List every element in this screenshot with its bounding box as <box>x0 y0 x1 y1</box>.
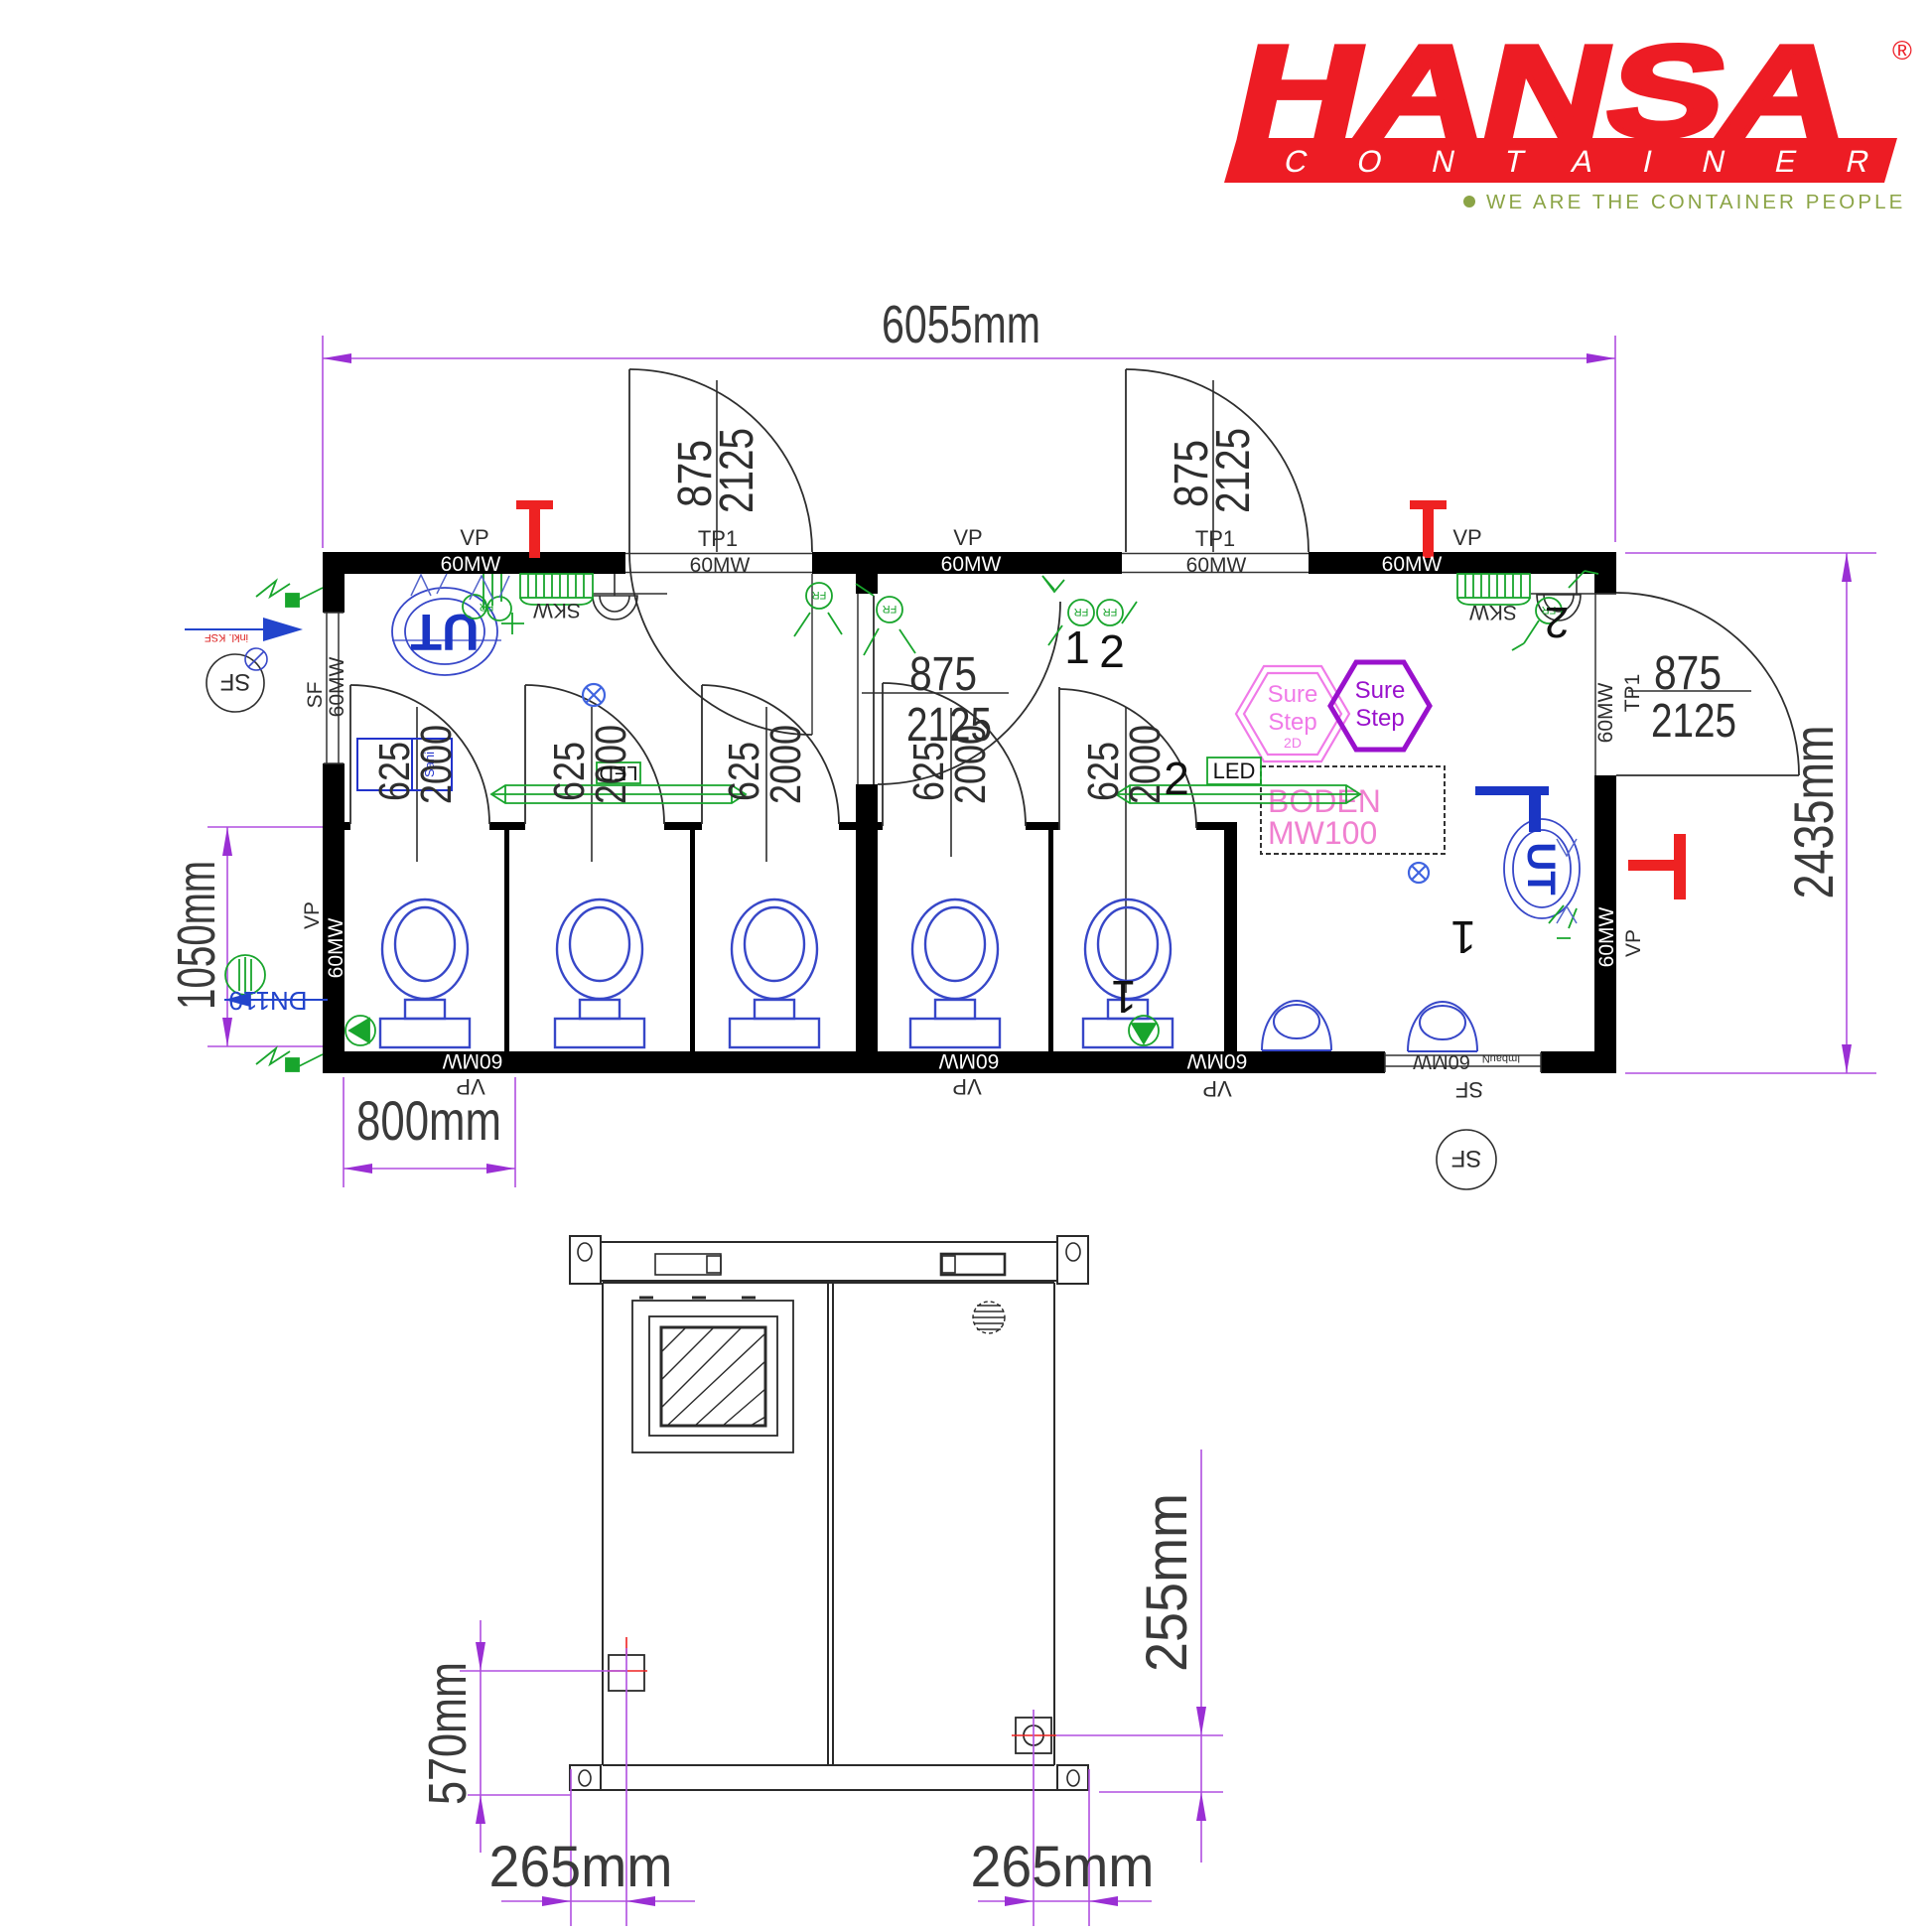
svg-text:2125: 2125 <box>906 699 992 752</box>
svg-text:2: 2 <box>1099 625 1125 677</box>
svg-text:TP1: TP1 <box>698 526 738 551</box>
svg-text:2000: 2000 <box>412 725 461 804</box>
svg-text:CONTAINER: CONTAINER <box>1281 144 1923 179</box>
svg-text:FR: FR <box>1103 606 1118 618</box>
svg-text:625: 625 <box>1079 742 1128 801</box>
svg-text:60MW: 60MW <box>690 554 751 577</box>
svg-text:UT: UT <box>410 603 480 660</box>
svg-text:1: 1 <box>1064 621 1090 673</box>
svg-text:2D: 2D <box>1284 735 1302 751</box>
svg-text:60MW: 60MW <box>442 1049 502 1072</box>
svg-text:inkl. KSF: inkl. KSF <box>205 631 248 643</box>
svg-text:®: ® <box>1892 36 1912 66</box>
svg-text:VP: VP <box>460 525 488 550</box>
svg-text:60MW: 60MW <box>1186 1049 1247 1072</box>
svg-text:VP: VP <box>952 1074 981 1099</box>
svg-text:Sure: Sure <box>1355 677 1406 704</box>
svg-text:265mm: 265mm <box>489 1835 673 1899</box>
svg-text:WE ARE THE CONTAINER PEOPLE: WE ARE THE CONTAINER PEOPLE <box>1486 191 1905 213</box>
svg-text:2125: 2125 <box>1651 695 1736 748</box>
svg-text:625: 625 <box>545 742 594 801</box>
svg-text:875: 875 <box>669 440 722 507</box>
svg-text:60MW: 60MW <box>325 917 347 978</box>
svg-text:875: 875 <box>1166 440 1218 507</box>
svg-text:2000: 2000 <box>761 725 810 804</box>
svg-text:Step: Step <box>1268 709 1316 736</box>
svg-text:SF: SF <box>220 668 251 695</box>
svg-text:2: 2 <box>1164 753 1189 804</box>
svg-text:2125: 2125 <box>1207 428 1260 513</box>
svg-text:VP: VP <box>1452 525 1481 550</box>
svg-text:625: 625 <box>370 742 419 801</box>
svg-text:60MW: 60MW <box>1594 682 1617 743</box>
svg-text:VP: VP <box>301 901 324 929</box>
svg-text:Sure: Sure <box>1268 681 1318 708</box>
svg-text:60MW: 60MW <box>938 1049 999 1072</box>
svg-text:TP1: TP1 <box>1195 526 1235 551</box>
svg-text:265mm: 265mm <box>971 1835 1155 1899</box>
svg-text:60MW: 60MW <box>1413 1050 1470 1072</box>
svg-text:FR: FR <box>812 589 827 601</box>
svg-text:LED: LED <box>1213 759 1256 783</box>
svg-text:60MW: 60MW <box>326 656 348 717</box>
svg-text:SKW: SKW <box>1469 601 1517 623</box>
svg-text:SKW: SKW <box>533 599 581 621</box>
svg-text:60MW: 60MW <box>1595 906 1618 967</box>
svg-text:800mm: 800mm <box>356 1089 501 1152</box>
svg-text:60MW: 60MW <box>941 553 1002 576</box>
svg-text:60MW: 60MW <box>441 553 501 576</box>
svg-text:VP: VP <box>1622 929 1645 957</box>
svg-text:625: 625 <box>720 742 768 801</box>
svg-text:1: 1 <box>1450 911 1476 963</box>
svg-text:2000: 2000 <box>587 725 635 804</box>
svg-text:ImbauN: ImbauN <box>1482 1052 1521 1064</box>
svg-text:FR: FR <box>1074 606 1089 618</box>
svg-text:SF: SF <box>304 682 327 709</box>
svg-text:2: 2 <box>1545 598 1569 646</box>
svg-text:TP1: TP1 <box>1621 674 1644 713</box>
svg-text:2000: 2000 <box>946 725 995 804</box>
svg-text:60MW: 60MW <box>1186 554 1247 577</box>
svg-text:875: 875 <box>1654 647 1722 700</box>
svg-text:FR: FR <box>883 603 897 615</box>
svg-text:570mm: 570mm <box>418 1662 478 1805</box>
svg-text:2000: 2000 <box>1121 725 1170 804</box>
svg-text:625: 625 <box>904 742 953 801</box>
svg-text:MW100: MW100 <box>1268 815 1377 851</box>
svg-text:2435mm: 2435mm <box>1782 726 1845 899</box>
svg-text:FR: FR <box>480 601 494 613</box>
svg-text:BODEN: BODEN <box>1268 783 1381 819</box>
svg-text:VP: VP <box>1202 1076 1231 1101</box>
svg-text:6055mm: 6055mm <box>882 295 1040 354</box>
svg-text:Step: Step <box>1355 705 1404 732</box>
svg-text:Sani: Sani <box>422 752 437 777</box>
svg-text:1050mm: 1050mm <box>167 861 226 1010</box>
svg-text:875: 875 <box>909 648 977 701</box>
svg-text:UT: UT <box>1519 842 1563 895</box>
svg-text:FR: FR <box>1542 604 1557 616</box>
svg-text:60MW: 60MW <box>1382 553 1443 576</box>
svg-text:LED: LED <box>600 761 638 783</box>
svg-text:VP: VP <box>456 1074 484 1099</box>
svg-text:SF: SF <box>1451 1145 1482 1172</box>
svg-text:VP: VP <box>953 525 982 550</box>
svg-text:2125: 2125 <box>711 428 763 513</box>
svg-text:1: 1 <box>1111 971 1137 1023</box>
svg-text:SF: SF <box>1455 1077 1483 1102</box>
svg-text:255mm: 255mm <box>1135 1493 1199 1672</box>
